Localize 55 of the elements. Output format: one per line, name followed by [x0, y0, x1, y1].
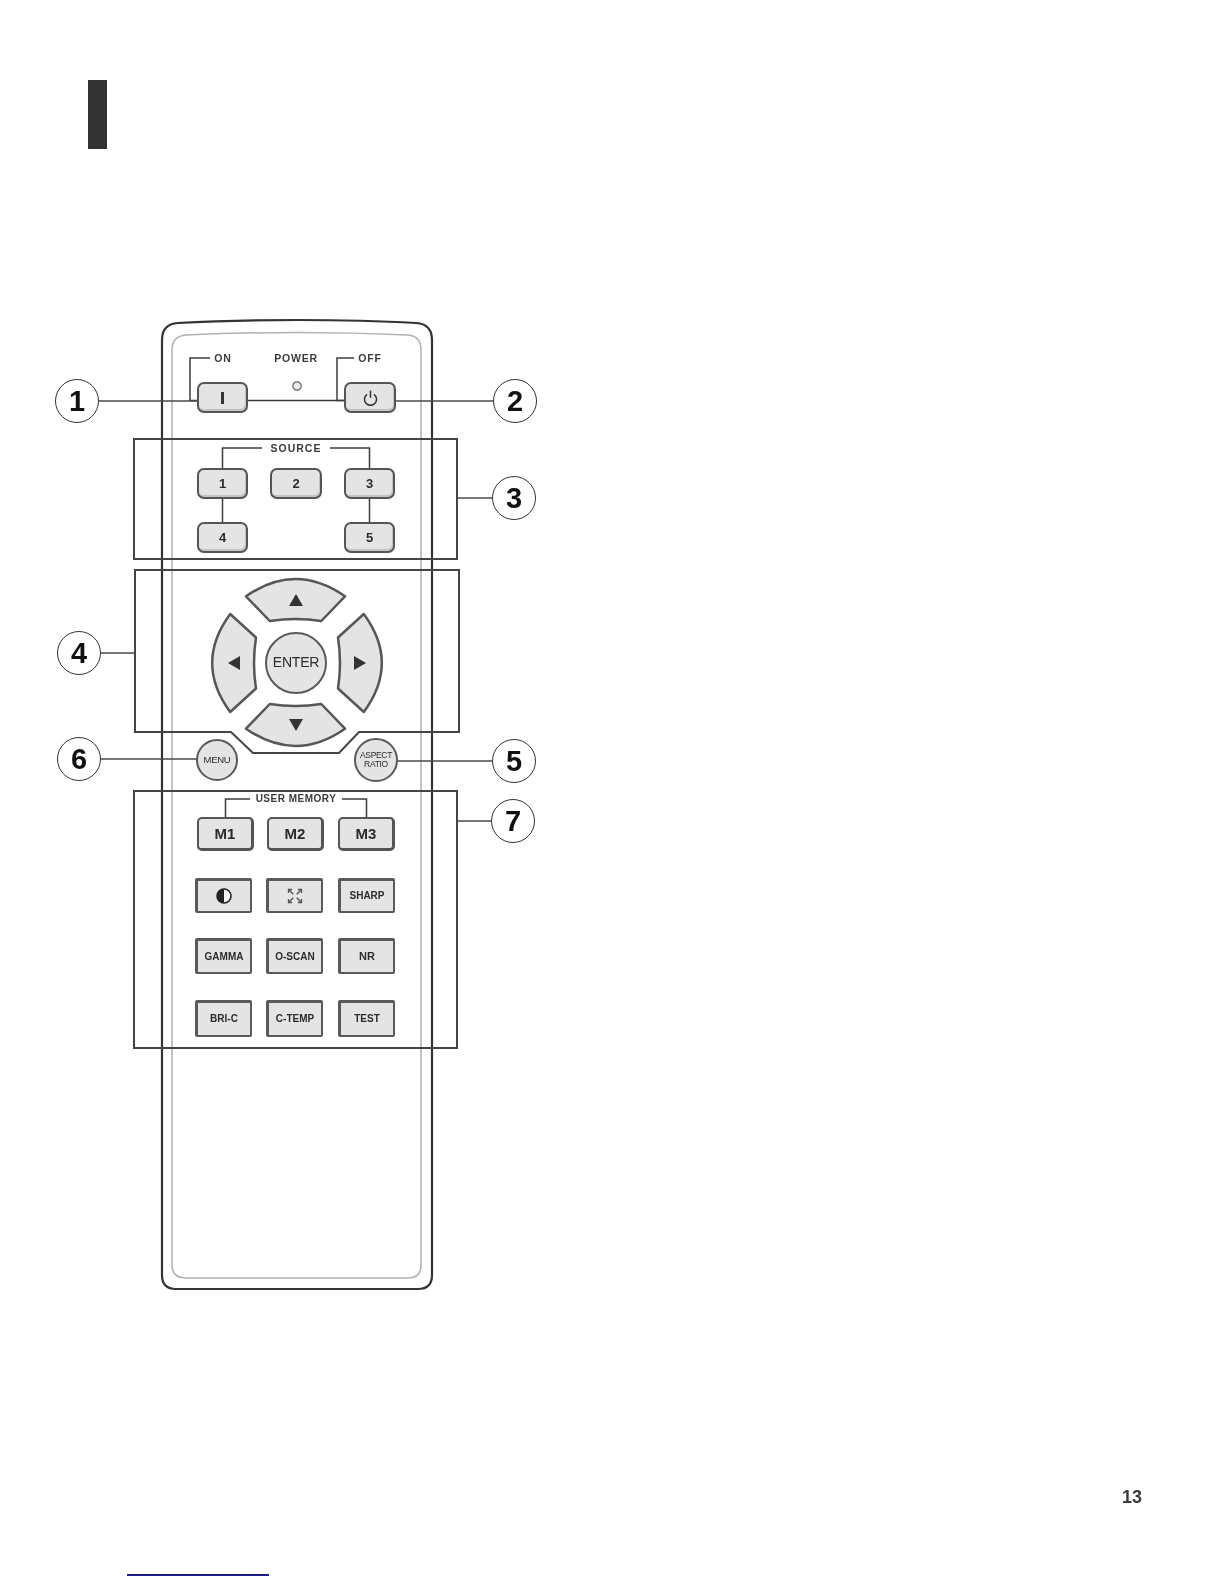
leader-line [100, 758, 197, 760]
remote-key: 5 [344, 522, 395, 553]
leader-line [100, 652, 135, 654]
callout-number: 7 [491, 799, 535, 843]
leader-line [457, 497, 493, 499]
remote-key: M2 [267, 817, 324, 851]
remote-key: SHARP [338, 878, 395, 913]
leader-line [457, 820, 492, 822]
connector-line [247, 399, 345, 402]
bracket-line [341, 798, 368, 818]
bracket-line [329, 447, 371, 469]
section-label: ON [210, 351, 236, 365]
leader-line [397, 760, 493, 762]
direction-key [244, 702, 347, 748]
section-label: OFF [354, 351, 386, 365]
group-frame [134, 569, 460, 754]
section-label: SOURCE [262, 441, 330, 455]
remote-key [344, 382, 396, 413]
remote-key: M3 [338, 817, 395, 851]
direction-key [210, 612, 258, 714]
callout-number: 1 [55, 379, 99, 423]
remote-key: O-SCAN [266, 938, 323, 974]
remote-key [195, 878, 252, 913]
leader-line [98, 400, 198, 402]
remote-key: GAMMA [195, 938, 252, 974]
remote-key: 3 [344, 468, 395, 499]
remote-key: BRI-C [195, 1000, 252, 1037]
page-number: 13 [1121, 1486, 1143, 1508]
leader-line [395, 400, 494, 402]
remote-key: 4 [197, 522, 248, 553]
remote-key: 1 [197, 468, 248, 499]
group-frame [133, 438, 458, 560]
connector-line [221, 498, 224, 523]
direction-key [244, 577, 347, 623]
callout-number: 6 [57, 737, 101, 781]
section-label: USER MEMORY [250, 792, 342, 806]
bracket-line [336, 357, 355, 402]
bracket-line [221, 447, 263, 469]
group-frame [133, 790, 458, 1049]
bracket-line [189, 357, 211, 402]
remote-key: 2 [270, 468, 322, 499]
remote-key: TEST [338, 1000, 395, 1037]
remote-key [197, 382, 248, 413]
direction-key [336, 612, 384, 714]
remote-key: NR [338, 938, 395, 974]
indicator-label: POWER [273, 351, 319, 365]
remote-key [266, 878, 323, 913]
callout-number: 4 [57, 631, 101, 675]
remote-key: C-TEMP [266, 1000, 323, 1037]
callout-number: 2 [493, 379, 537, 423]
bracket-line [224, 798, 251, 818]
connector-line [368, 498, 371, 523]
callout-number: 5 [492, 739, 536, 783]
callout-number: 3 [492, 476, 536, 520]
remote-key: M1 [197, 817, 254, 851]
